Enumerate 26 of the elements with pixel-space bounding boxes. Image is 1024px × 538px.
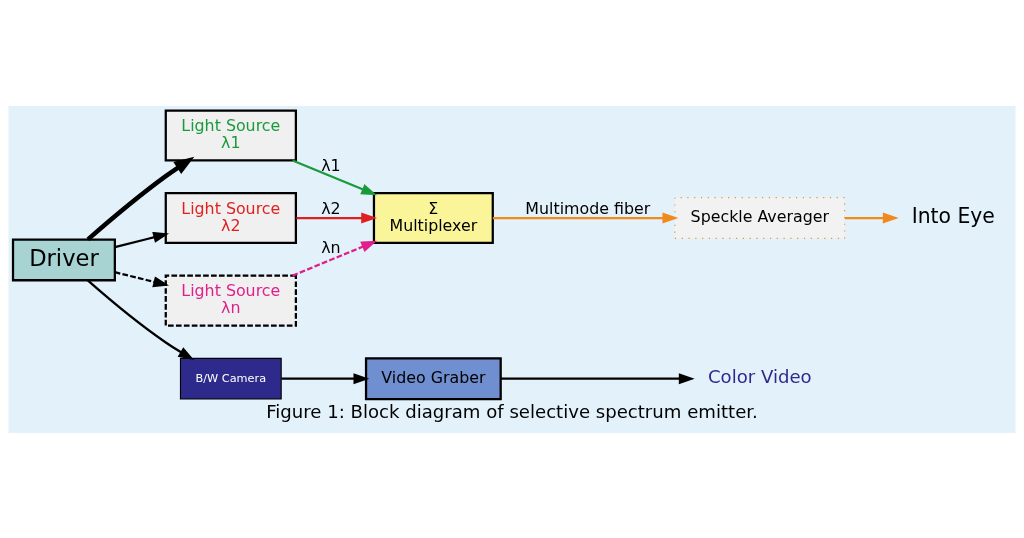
arrow [844,211,899,224]
node-box: Light Source λ2 [164,191,297,244]
edge-label: λn [321,237,341,257]
arrow [86,156,195,241]
arrow [114,270,169,287]
node-box: B/W Camera [179,357,282,400]
edge-label: Multimode fiber [525,198,651,218]
node-text: Color Video [707,365,812,387]
node-text: Into Eye [911,203,995,228]
arrow [492,211,679,224]
arrow [500,372,695,384]
edge-label: λ2 [321,198,341,218]
node-box: Video Graber [364,356,502,400]
arrow [281,372,370,384]
node-box: Light Source λ1 [164,108,297,161]
arrow [114,231,169,248]
arrow [296,211,378,224]
arrow [292,158,378,195]
arrow [87,279,195,360]
edge-label: λ1 [321,155,341,175]
node-box: Driver [11,237,116,281]
node-box: Σ Multiplexer [372,191,494,244]
node-box: Speckle Averager [674,196,846,239]
node-box: Light Source λn [164,274,297,327]
caption: Figure 1: Block diagram of selective spectrum emitter. [266,400,758,422]
arrow [292,240,378,277]
